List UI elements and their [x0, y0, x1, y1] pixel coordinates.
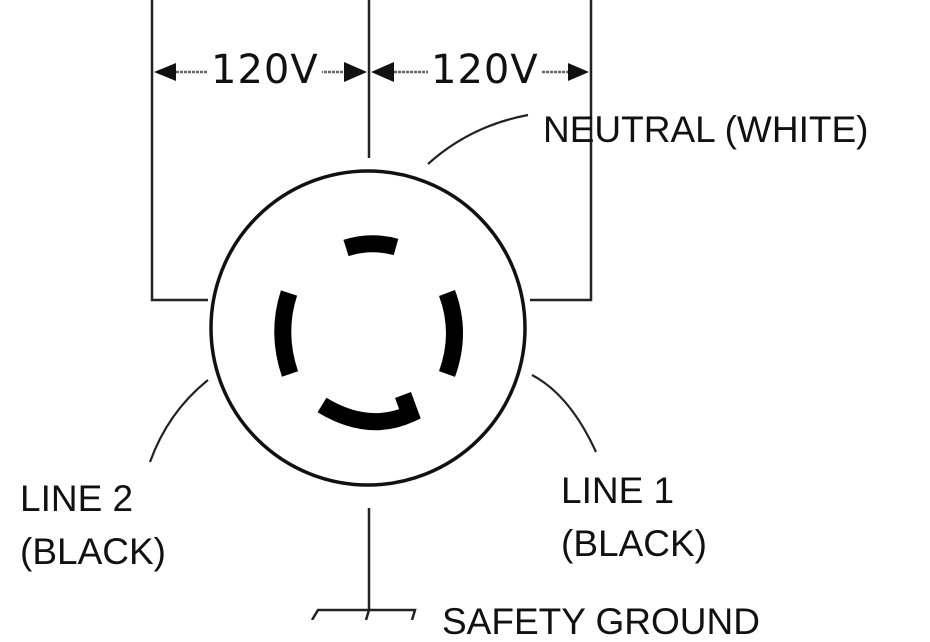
- line2-wire: [150, 0, 208, 302]
- arrow-right-2: [568, 63, 589, 81]
- arrow-right-1: [344, 62, 367, 82]
- neutral-label: NEUTRAL (WHITE): [543, 109, 869, 150]
- receptacle-outline: [209, 169, 527, 487]
- ground-slot: [317, 392, 421, 431]
- line2-label-color: (BLACK): [20, 531, 166, 572]
- line2-slot: [274, 290, 299, 377]
- wires: [150, 0, 593, 620]
- voltage-label-left: 120V: [208, 50, 322, 90]
- line2-label-name: LINE 2: [20, 478, 134, 519]
- leader-lines: [148, 113, 598, 463]
- ground-symbol: [310, 608, 417, 620]
- line1-label-color: (BLACK): [561, 523, 707, 564]
- line1-leader: [531, 374, 598, 453]
- wiring-diagram: 120V 120V NEUTRAL (WHITE) LINE 2 (BLACK)…: [20, 0, 869, 640]
- diagram-drawing: [148, 0, 598, 620]
- neutral-slot: [343, 235, 399, 257]
- ground-label: SAFETY GROUND: [442, 601, 760, 642]
- arrow-left-2: [371, 62, 394, 82]
- line1-wire: [530, 0, 593, 302]
- line2-leader: [148, 379, 209, 463]
- receptacle: [209, 169, 527, 487]
- arrow-left-1: [154, 63, 176, 81]
- voltage-label-right: 120V: [428, 50, 542, 90]
- line1-slot: [438, 290, 463, 377]
- line1-label-name: LINE 1: [561, 470, 675, 511]
- neutral-leader: [427, 113, 529, 165]
